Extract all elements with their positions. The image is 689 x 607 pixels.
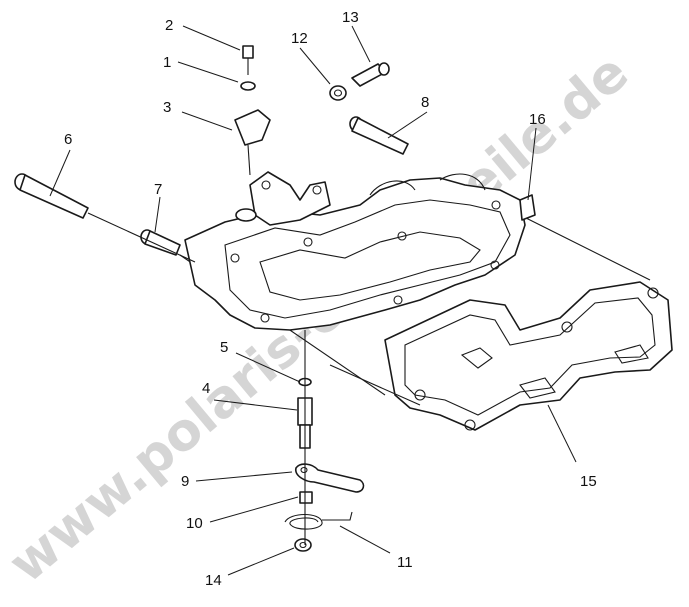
axis-line-bolt-6 bbox=[87, 212, 196, 263]
callout-10: 10 bbox=[186, 515, 203, 532]
bolt-7 bbox=[140, 229, 181, 256]
callout-14: 14 bbox=[205, 572, 222, 589]
bolt-6 bbox=[14, 173, 89, 219]
callout-7: 7 bbox=[154, 181, 162, 198]
guide-line-bottom bbox=[329, 364, 421, 406]
callout-2: 2 bbox=[165, 17, 173, 34]
callout-11: 11 bbox=[397, 554, 413, 571]
guide-line-right bbox=[519, 214, 651, 281]
bolt-8 bbox=[349, 116, 409, 155]
nut-12 bbox=[329, 85, 347, 101]
lever-9 bbox=[295, 463, 365, 493]
gasket-15 bbox=[384, 281, 673, 431]
callout-13: 13 bbox=[342, 9, 359, 26]
housing bbox=[184, 171, 536, 331]
callout-5: 5 bbox=[220, 339, 228, 356]
bolt-13 bbox=[351, 62, 390, 87]
bushing-10 bbox=[299, 491, 313, 504]
callout-9: 9 bbox=[181, 473, 189, 490]
callout-15: 15 bbox=[580, 473, 597, 490]
callout-16: 16 bbox=[529, 111, 546, 128]
callout-12: 12 bbox=[291, 30, 308, 47]
callout-6: 6 bbox=[64, 131, 72, 148]
nut-14 bbox=[294, 538, 312, 552]
callout-3: 3 bbox=[163, 99, 171, 116]
callout-8: 8 bbox=[421, 94, 429, 111]
screw-2 bbox=[242, 45, 254, 75]
callout-1: 1 bbox=[163, 54, 171, 71]
callout-4: 4 bbox=[202, 380, 210, 397]
washer-1 bbox=[240, 81, 256, 91]
clip-3 bbox=[234, 109, 271, 176]
leader-lines bbox=[49, 25, 577, 576]
